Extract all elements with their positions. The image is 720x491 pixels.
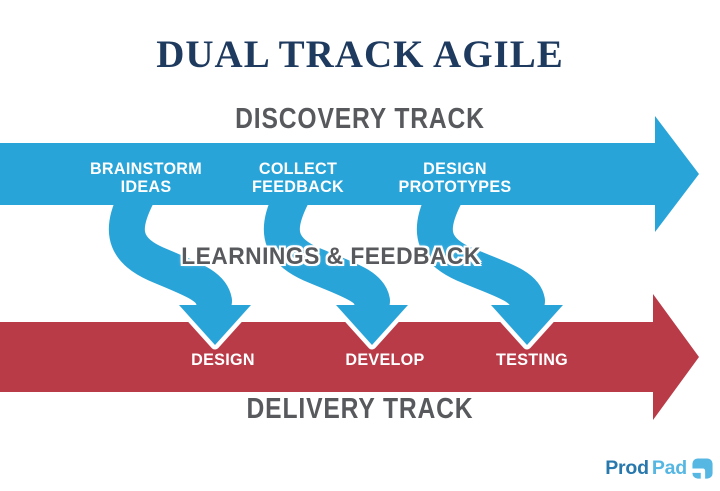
discovery-step-brainstorm-ideas: BRAINSTORM IDEAS (42, 160, 251, 195)
delivery-step-develop: DEVELOP (345, 350, 425, 369)
discovery-track-heading: DISCOVERY TRACK (235, 103, 485, 135)
delivery-track-heading: DELIVERY TRACK (246, 393, 474, 425)
discovery-step-collect-feedback: COLLECT FEEDBACK (194, 160, 403, 195)
discovery-step-design-prototypes: DESIGN PROTOTYPES (351, 160, 560, 195)
connector-arrowhead-1 (179, 305, 251, 345)
step-line: FEEDBACK (251, 176, 345, 196)
prodpad-logo-icon (692, 458, 713, 479)
discovery-arrow (0, 116, 699, 232)
delivery-step-testing: TESTING (496, 350, 568, 369)
feedback-connectors (108, 178, 545, 319)
page-title: DUAL TRACK AGILE (156, 33, 564, 76)
step-line: BRAINSTORM (89, 159, 203, 178)
prodpad-logo-text-prod: Prod (605, 457, 649, 479)
feedback-connector-1 (108, 178, 232, 319)
step-line: IDEAS (120, 176, 172, 196)
learnings-feedback-label: LEARNINGS & FEEDBACK (181, 243, 481, 270)
feedback-connector-2 (263, 178, 390, 319)
connector-arrowhead-3 (491, 305, 563, 345)
connector-arrowheads (179, 305, 563, 345)
prodpad-icon-cut (692, 468, 706, 479)
step-line: PROTOTYPES (398, 176, 512, 196)
connector-arrowhead-2 (336, 305, 408, 345)
feedback-connector-3 (416, 178, 545, 319)
step-line: COLLECT (258, 159, 338, 178)
prodpad-logo-text-pad: Pad (651, 457, 687, 479)
delivery-step-design: DESIGN (191, 350, 255, 369)
step-line: DESIGN (423, 159, 487, 178)
